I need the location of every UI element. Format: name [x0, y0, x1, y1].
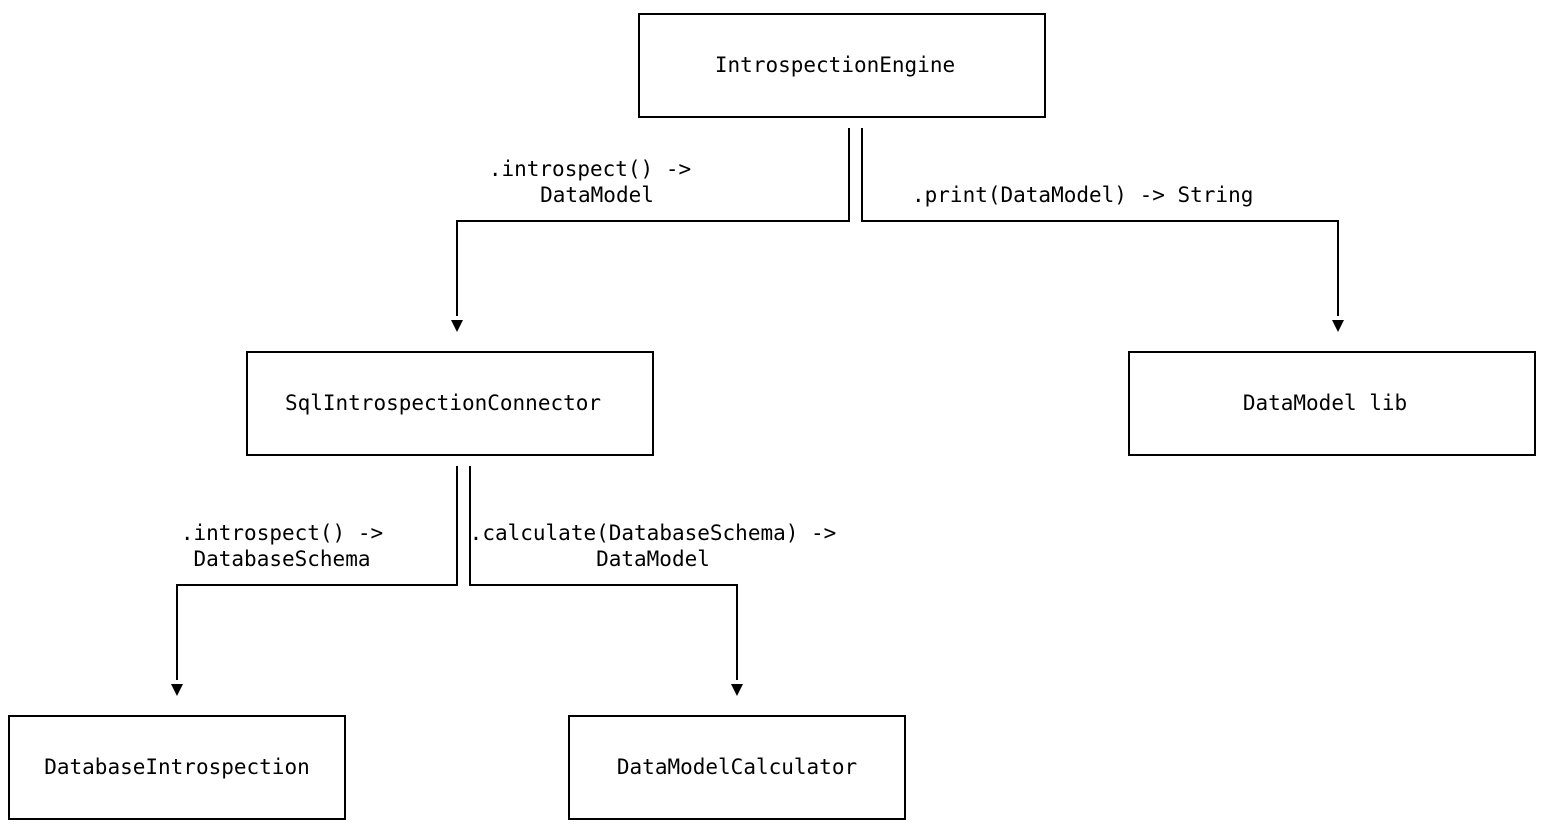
edge-label-connector-to-calculator: .calculate(DatabaseSchema) -> DataModel [470, 521, 837, 571]
arrowhead-to-calculator [731, 684, 743, 696]
edge-label-line: .introspect() -> [489, 157, 691, 181]
edge-label-engine-to-datamodel-lib: .print(DataModel) -> String [912, 183, 1253, 207]
edge-label-connector-to-db-introspection: .introspect() -> DatabaseSchema [181, 521, 383, 571]
node-label: DatabaseIntrospection [44, 755, 310, 779]
arrowhead-to-connector [451, 320, 463, 332]
node-datamodel-lib: DataModel lib [1128, 351, 1536, 456]
edge-engine-to-connector [456, 128, 850, 316]
arrowhead-to-db-introspection [171, 684, 183, 696]
node-sql-introspection-connector: SqlIntrospectionConnector [246, 351, 654, 456]
edge-engine-to-datamodel-lib [861, 128, 1339, 316]
arrowhead-to-datamodel-lib [1332, 320, 1344, 332]
edge-connector-to-calculator [469, 466, 738, 680]
node-introspection-engine: IntrospectionEngine [638, 13, 1046, 118]
edge-label-line: .introspect() -> [181, 521, 383, 545]
edge-label-line: .print(DataModel) -> String [912, 183, 1253, 207]
node-label: IntrospectionEngine [715, 53, 955, 77]
edge-connector-to-db-introspection [176, 466, 458, 680]
edge-label-line: DataModel [540, 183, 654, 207]
node-datamodel-calculator: DataModelCalculator [568, 715, 906, 820]
node-label: DataModel lib [1243, 391, 1407, 415]
node-label: DataModelCalculator [617, 755, 857, 779]
edge-label-line: .calculate(DatabaseSchema) -> [470, 521, 837, 545]
edge-label-line: DatabaseSchema [193, 547, 370, 571]
node-database-introspection: DatabaseIntrospection [8, 715, 346, 820]
node-label: SqlIntrospectionConnector [285, 391, 601, 415]
edge-label-line: DataModel [596, 547, 710, 571]
edge-label-engine-to-connector: .introspect() -> DataModel [489, 157, 691, 207]
